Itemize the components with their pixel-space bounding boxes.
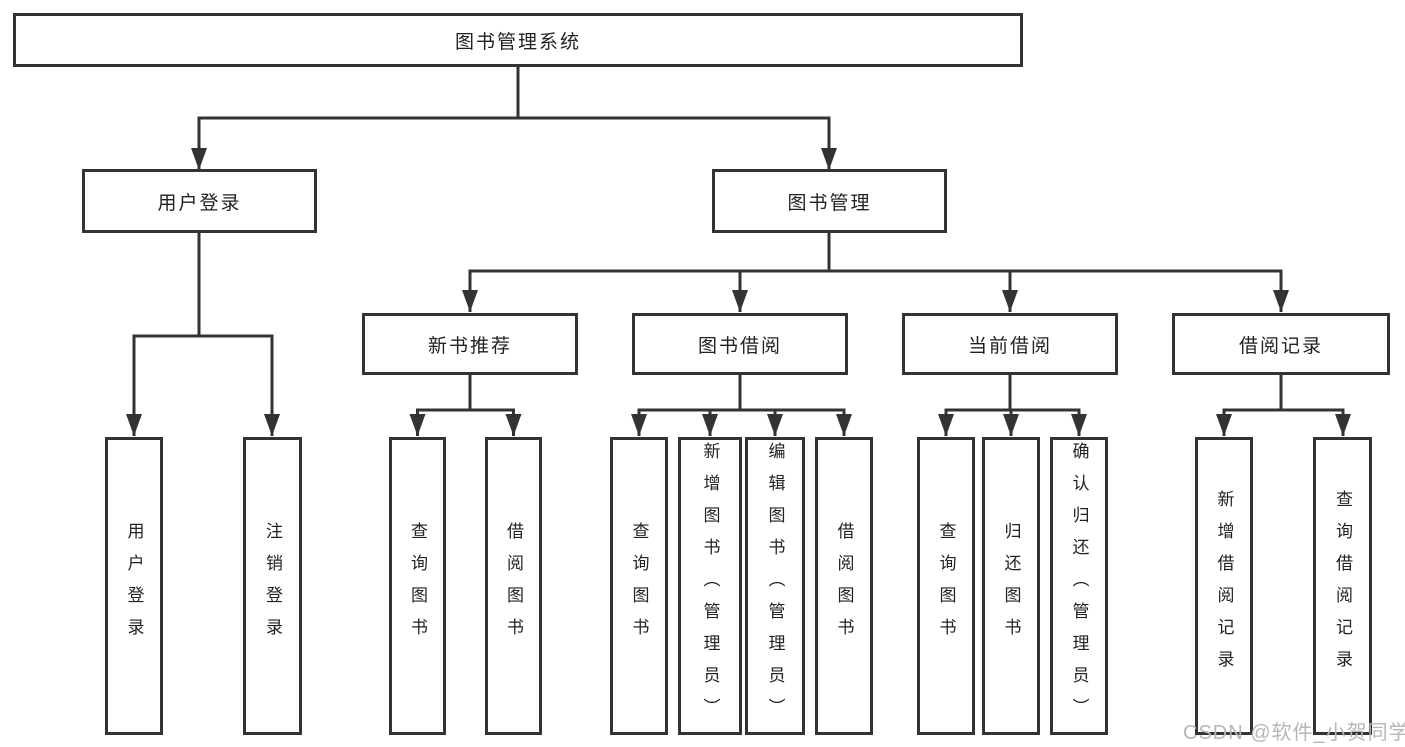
leaf-label: 确认归还（管理员） bbox=[1069, 442, 1089, 730]
leaf-return-books: 归还图书 bbox=[982, 437, 1040, 735]
leaf-label: 新增图书（管理员） bbox=[700, 442, 720, 730]
leaf-edit-books-admin: 编辑图书（管理员） bbox=[745, 437, 805, 735]
leaf-user-login: 用户登录 bbox=[105, 437, 163, 735]
leaf-borrow-books-recommend: 借阅图书 bbox=[485, 437, 542, 735]
node-label: 新书推荐 bbox=[427, 335, 512, 357]
node-book-management-branch: 图书管理 bbox=[712, 169, 947, 233]
node-label: 图书借阅 bbox=[697, 335, 782, 357]
leaf-confirm-return-admin: 确认归还（管理员） bbox=[1050, 437, 1108, 735]
node-book-borrow: 图书借阅 bbox=[632, 313, 848, 375]
leaf-label: 用户登录 bbox=[124, 522, 144, 650]
csdn-watermark: CSDN @软件_小贺同学 bbox=[1183, 722, 1405, 744]
leaf-label: 注销登录 bbox=[263, 522, 282, 650]
node-label: 用户登录 bbox=[157, 192, 242, 214]
leaf-add-borrow-record: 新增借阅记录 bbox=[1195, 437, 1253, 735]
leaf-label: 查询借阅记录 bbox=[1333, 490, 1352, 682]
leaf-label: 借阅图书 bbox=[504, 522, 523, 650]
leaf-label: 查询图书 bbox=[408, 522, 427, 650]
node-borrow-records: 借阅记录 bbox=[1172, 313, 1390, 375]
leaf-label: 查询图书 bbox=[936, 522, 956, 650]
leaf-logout: 注销登录 bbox=[243, 437, 302, 735]
leaf-query-books-current: 查询图书 bbox=[917, 437, 975, 735]
leaf-label: 新增借阅记录 bbox=[1214, 490, 1234, 682]
leaf-query-books-recommend: 查询图书 bbox=[389, 437, 446, 735]
leaf-query-books-borrow: 查询图书 bbox=[610, 437, 668, 735]
node-label: 图书管理 bbox=[787, 192, 872, 214]
leaf-query-borrow-record: 查询借阅记录 bbox=[1313, 437, 1372, 735]
leaf-label: 借阅图书 bbox=[834, 522, 854, 650]
node-new-book-recommend: 新书推荐 bbox=[362, 313, 578, 375]
node-label: 图书管理系统 bbox=[454, 31, 581, 53]
node-library-system-root: 图书管理系统 bbox=[13, 13, 1023, 67]
leaf-label: 归还图书 bbox=[1001, 522, 1021, 650]
leaf-label: 编辑图书（管理员） bbox=[765, 442, 785, 730]
node-current-borrow: 当前借阅 bbox=[902, 313, 1118, 375]
leaf-label: 查询图书 bbox=[629, 522, 649, 650]
leaf-borrow-books: 借阅图书 bbox=[815, 437, 873, 735]
leaf-add-books-admin: 新增图书（管理员） bbox=[678, 437, 742, 735]
node-label: 当前借阅 bbox=[967, 335, 1052, 357]
node-user-login-branch: 用户登录 bbox=[82, 169, 317, 233]
node-label: 借阅记录 bbox=[1238, 335, 1323, 357]
